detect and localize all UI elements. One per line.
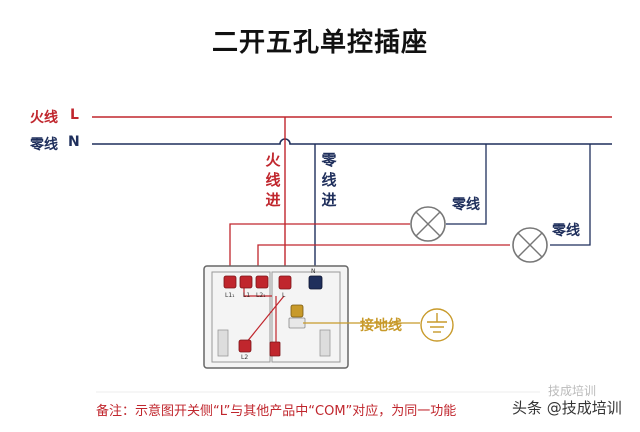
lamp2-neutral-wire <box>550 144 591 246</box>
footnote: 备注：示意图开关侧“L”与其他产品中“COM”对应，为同一功能 <box>96 404 457 419</box>
live-line-letter: L <box>70 107 79 123</box>
watermark-faint: 技成培训 <box>548 384 597 398</box>
neutral-in-label: 零线进 <box>321 151 337 209</box>
internal-jumper-1 <box>243 287 272 297</box>
terminal-label: L <box>282 292 286 299</box>
terminal-label: L2 <box>241 354 249 361</box>
internal-jumper-2 <box>245 295 285 344</box>
earth-label: 接地线 <box>360 318 402 334</box>
lamp2-switch-wire <box>257 244 510 268</box>
neutral-main-line <box>92 138 612 145</box>
terminal-L2 <box>238 339 252 353</box>
terminal-N <box>308 275 323 290</box>
lamp-2-neutral-label: 零线 <box>552 223 580 239</box>
terminal-L1-1 <box>223 275 237 289</box>
page-title: 二开五孔单控插座 <box>211 28 428 58</box>
lamp-2-icon <box>512 227 548 263</box>
terminal-label: L2₁ <box>256 292 266 299</box>
live-in-label: 火线进 <box>265 151 281 209</box>
lamp-1-icon <box>410 206 446 242</box>
lamp1-switch-wire <box>229 223 410 268</box>
terminal-small-right <box>269 341 281 357</box>
terminal-L <box>278 275 292 290</box>
terminal-label: N <box>311 268 316 275</box>
live-line-label: 火线 <box>30 110 58 126</box>
neutral-line-label: 零线 <box>30 137 58 153</box>
lamp1-neutral-wire <box>446 144 487 225</box>
terminal-earth <box>288 304 306 329</box>
ground-icon <box>420 308 454 342</box>
terminal-L1 <box>239 275 253 289</box>
lamp-1-neutral-label: 零线 <box>452 197 480 213</box>
terminal-label: L1 <box>243 292 251 299</box>
terminal-L2-1 <box>255 275 269 289</box>
neutral-line-letter: N <box>68 134 80 150</box>
watermark: 头条 @技成培训 <box>508 397 626 418</box>
terminal-label: L1₁ <box>225 292 235 299</box>
